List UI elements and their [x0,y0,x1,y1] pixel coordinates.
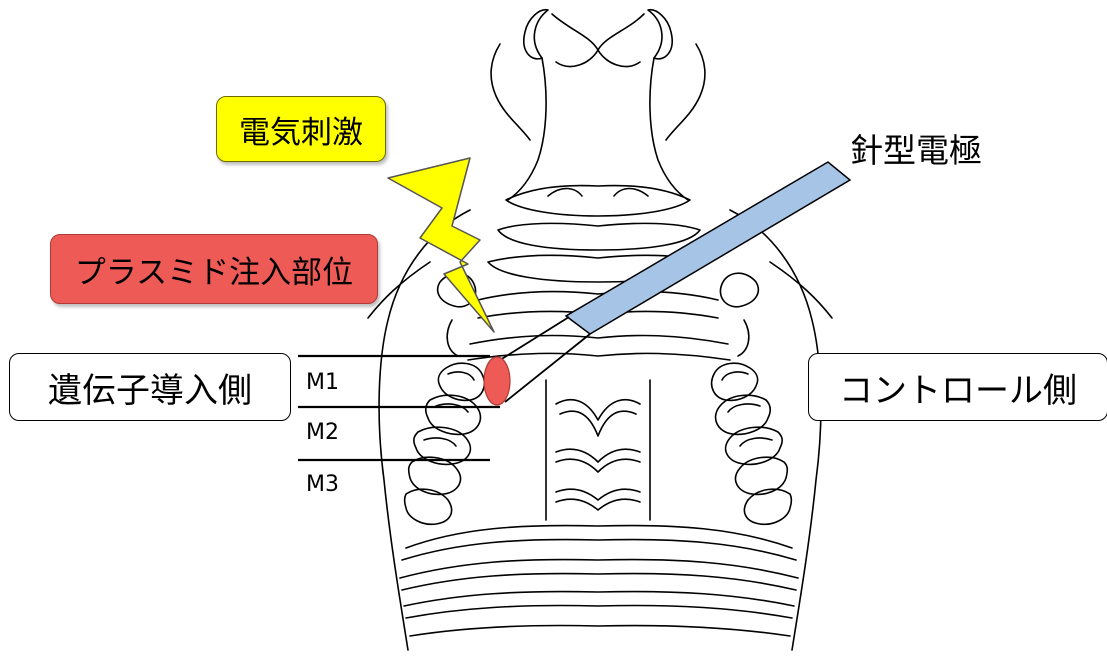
plasmid-injection-label: プラスミド注入部位 [50,234,378,304]
electric-stimulation-label: 電気刺激 [216,96,386,162]
gene-transfer-side-label: 遺伝子導入側 [9,353,291,421]
injection-site-marker [484,357,510,405]
needle-electrode-label: 針型電極 [850,124,982,172]
molar-label-m2: M2 [306,420,339,445]
molar-label-m3: M3 [306,472,339,497]
control-side-label: コントロール側 [808,353,1107,421]
palate-outline [368,10,832,650]
molar-label-m1: M1 [306,370,339,395]
lightning-bolt-icon [388,158,494,332]
